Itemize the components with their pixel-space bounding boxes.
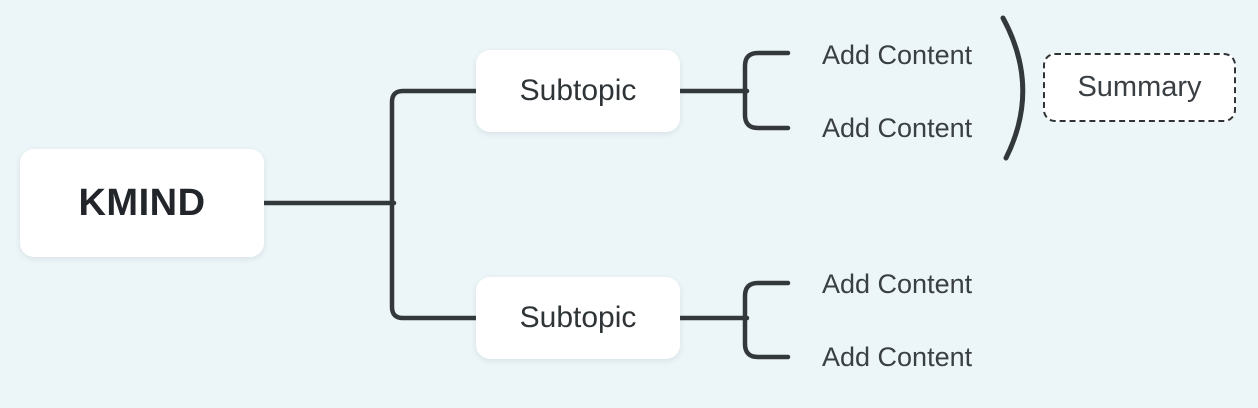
root-topic-node[interactable]: KMIND: [20, 149, 264, 257]
add-content-placeholder-2[interactable]: Add Content: [822, 112, 973, 143]
add-content-placeholder-4[interactable]: Add Content: [822, 341, 973, 372]
summary-node[interactable]: Summary: [1043, 53, 1236, 122]
subtopic-node-2[interactable]: Subtopic: [476, 277, 680, 359]
add-content-placeholder-1[interactable]: Add Content: [822, 39, 973, 70]
subtopic1-children-bracket-connector: [742, 50, 791, 131]
add-content-placeholder-3[interactable]: Add Content: [822, 268, 973, 299]
summary-brace: [1000, 15, 1026, 161]
trunk-branch-connector: [389, 88, 480, 321]
subtopic2-children-bracket-connector: [742, 280, 791, 360]
subtopic-node-1[interactable]: Subtopic: [476, 50, 680, 132]
